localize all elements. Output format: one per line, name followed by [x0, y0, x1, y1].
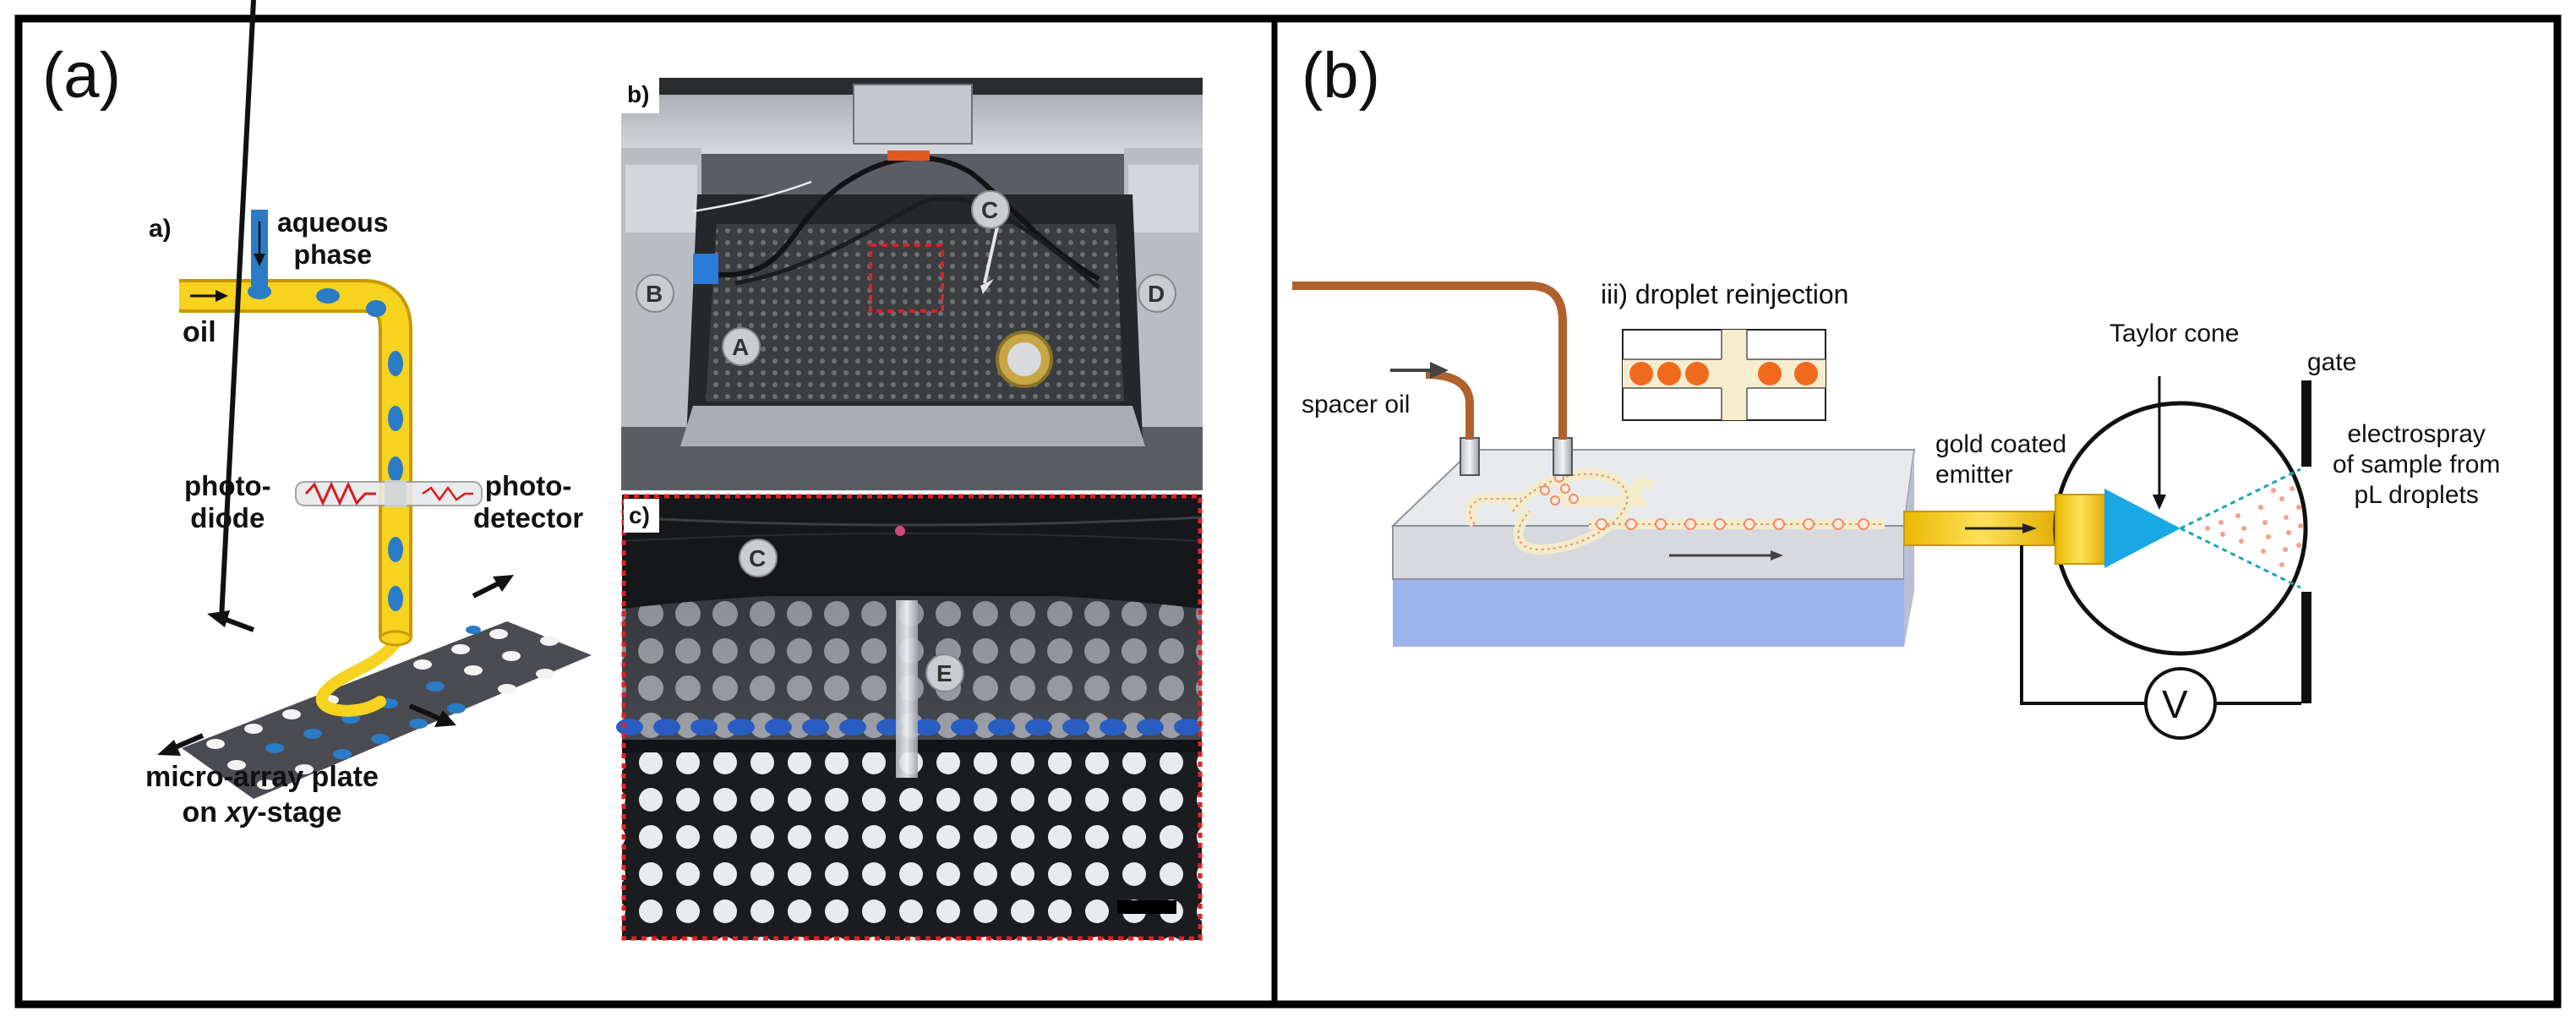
capillary — [896, 600, 918, 778]
gate-lower — [2301, 592, 2311, 703]
photo-b — [621, 78, 1203, 490]
gate-label: gate — [2307, 348, 2357, 376]
spray-droplets — [2205, 486, 2303, 567]
tube-droplets — [248, 284, 403, 611]
tube-trail — [315, 637, 401, 717]
oil-label: oil — [183, 316, 216, 348]
taylor-cone-shape — [2104, 489, 2180, 568]
tube — [179, 282, 409, 638]
panel-b-label: (b) — [1302, 40, 1380, 112]
marker-a: A — [732, 334, 750, 360]
schematic-a — [157, 0, 592, 799]
marker-b: B — [646, 281, 663, 307]
micro-array-plate — [182, 621, 592, 799]
gate-upper — [2301, 380, 2311, 467]
chip-base — [1393, 579, 1904, 647]
photodiode-label: photo- diode — [184, 470, 271, 533]
marker-c-c: C — [749, 545, 767, 571]
voltage-source — [2144, 667, 2217, 740]
taylor-cone-label: Taylor cone — [2109, 320, 2240, 347]
photo-b-markers — [636, 190, 1176, 366]
reinjection-tubing — [1292, 282, 1567, 440]
spacer-oil-label: spacer oil — [1302, 391, 1411, 418]
zoom-region — [869, 243, 944, 313]
photo-c-label: c) — [629, 502, 650, 528]
photodetector-label: photo- detector — [473, 470, 584, 533]
voltage-label: V — [2162, 682, 2188, 726]
channel-droplets — [1540, 473, 1869, 530]
electrospray-label: electrospray of sample from pL droplets — [2333, 420, 2501, 509]
aqueous-phase-label: aqueous phase — [277, 207, 389, 270]
schematic-label: a) — [149, 215, 172, 243]
motion-arrows — [157, 0, 514, 756]
marker-e: E — [936, 660, 952, 686]
panel-a-label: (a) — [42, 40, 121, 112]
photo-b-label: b) — [627, 81, 650, 107]
marker-c-b: C — [981, 197, 999, 223]
marker-d: D — [1148, 281, 1165, 307]
chip-front — [1392, 525, 1905, 580]
gold-emitter-label: gold coated emitter — [1935, 430, 2067, 489]
panel-b-diagram — [1292, 282, 2311, 740]
micro-array-plate-label: micro-array plate on xy-stage — [145, 761, 379, 828]
photo-c — [616, 494, 1203, 941]
droplet-reinjection-label: iii) droplet reinjection — [1601, 279, 1849, 309]
